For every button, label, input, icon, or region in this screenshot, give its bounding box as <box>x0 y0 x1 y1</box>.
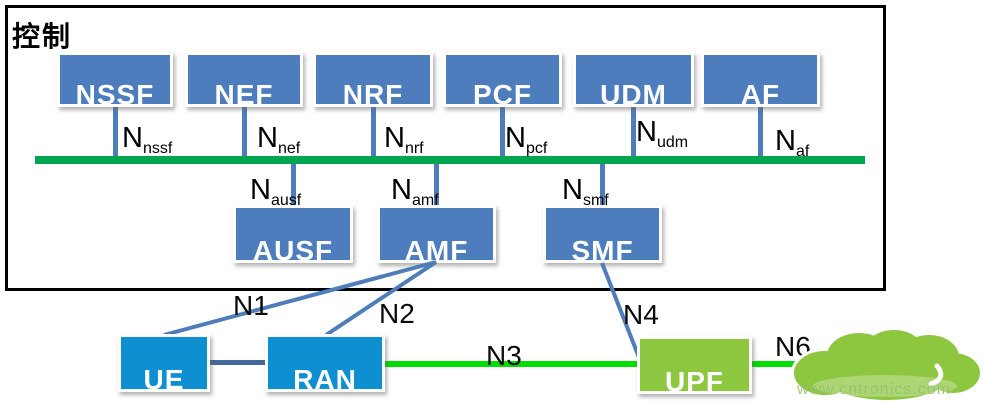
node-ue: UE <box>118 334 210 392</box>
interface-label-ausf: Nausf <box>250 174 302 209</box>
link-ue-ran-line <box>210 360 265 365</box>
control-plane-title: 控制 <box>12 20 73 53</box>
node-udm: UDM <box>573 52 694 107</box>
connector-udm-bus <box>631 105 636 162</box>
link-n3-line <box>385 361 637 367</box>
interface-label-nrf: Nnrf <box>384 122 424 157</box>
node-nrf: NRF <box>313 52 433 107</box>
connector-nrf-bus <box>371 105 376 162</box>
node-nssf: NSSF <box>57 52 173 107</box>
connector-nef-bus <box>242 105 247 162</box>
connector-pcf-bus <box>500 105 505 162</box>
connector-bus-smf <box>600 162 605 206</box>
link-n4-line <box>600 262 642 361</box>
link-n2-line <box>324 260 438 337</box>
node-amf-label: AMF <box>404 235 469 263</box>
node-udm-label: UDM <box>600 79 667 107</box>
node-af: AF <box>701 52 820 107</box>
link-label-n4: N4 <box>623 299 659 330</box>
node-pcf: PCF <box>443 52 562 107</box>
node-pcf-label: PCF <box>473 79 532 107</box>
connector-bus-ausf <box>291 162 296 206</box>
node-ran-label: RAN <box>293 364 357 392</box>
internet-cloud-icon <box>791 327 983 403</box>
node-amf: AMF <box>377 205 496 263</box>
connector-nssf-bus <box>113 105 118 162</box>
node-smf-label: SMF <box>571 235 634 263</box>
interface-label-nef: Nnef <box>257 122 301 157</box>
node-af-label: AF <box>740 79 781 107</box>
node-smf: SMF <box>543 205 662 263</box>
interface-label-af: Naf <box>775 125 810 160</box>
node-upf: UPF <box>637 336 752 394</box>
node-nssf-label: NSSF <box>75 79 155 107</box>
node-nef: NEF <box>185 52 303 107</box>
link-label-n1: N1 <box>233 290 269 321</box>
node-ausf-label: AUSF <box>252 235 334 263</box>
interface-label-udm: Nudm <box>636 116 689 151</box>
connector-af-bus <box>758 105 763 162</box>
interface-label-nssf: Nnssf <box>122 122 173 157</box>
node-ue-label: UE <box>143 364 185 392</box>
link-n1-line <box>163 260 437 337</box>
watermark-text: www.cntronics.com <box>797 381 951 398</box>
link-label-n3: N3 <box>486 340 522 371</box>
node-ausf: AUSF <box>233 205 353 263</box>
link-label-n2: N2 <box>379 298 415 329</box>
interface-label-pcf: Npcf <box>505 122 548 157</box>
interface-label-smf: Nsmf <box>562 174 609 209</box>
interface-label-amf: Namf <box>391 174 439 209</box>
node-ran: RAN <box>265 334 385 392</box>
node-upf-label: UPF <box>665 366 724 394</box>
service-bus-line <box>35 156 865 164</box>
connector-bus-amf <box>434 162 439 206</box>
node-nrf-label: NRF <box>342 79 404 107</box>
node-nef-label: NEF <box>214 79 274 107</box>
link-n6-line <box>752 361 815 367</box>
